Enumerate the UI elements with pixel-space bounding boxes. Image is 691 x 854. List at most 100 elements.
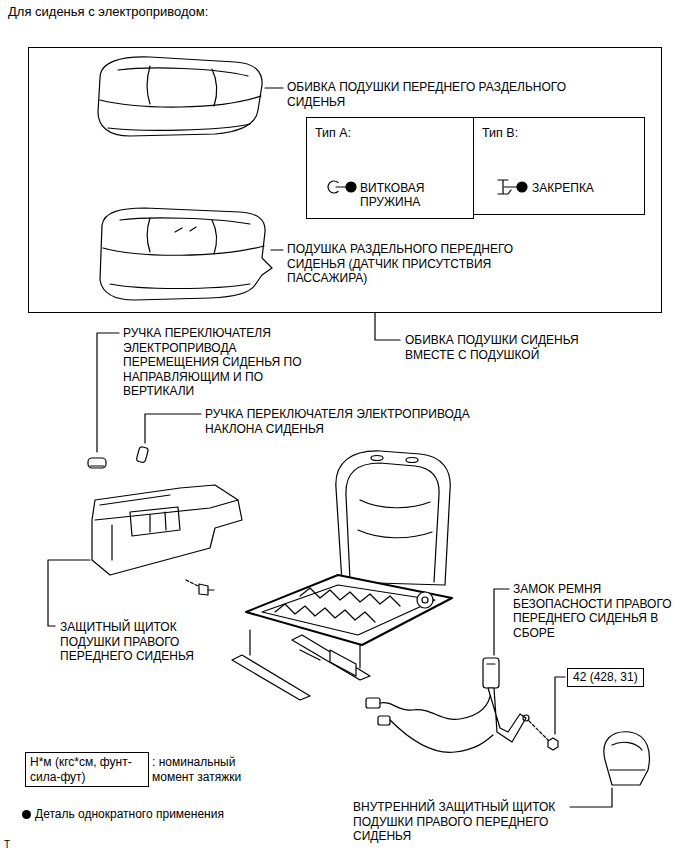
seat-frame-drawing [358, 500, 432, 538]
cushion-cover-drawing [98, 57, 262, 136]
hog-ring-symbol [498, 180, 527, 194]
switch-knob-drawing [88, 458, 106, 468]
frame-leader-line [265, 88, 400, 340]
part-name: ПОДУШКА РАЗДЕЛЬНОГО ПЕРЕДНЕГО СИДЕНЬЯ (Д… [287, 242, 557, 286]
seat-cushion-drawing [175, 227, 196, 232]
legend-text: : номинальный момент затяжки [152, 755, 264, 784]
buckle-harness-drawing [366, 698, 380, 708]
seat-frame-drawing [262, 585, 435, 635]
fastener-name: ЗАКРЕПКА [532, 181, 632, 196]
seat-frame-drawing [406, 458, 418, 463]
drawing-part [48, 57, 649, 807]
cushion-cover-drawing [108, 124, 250, 130]
frame-leader-line [375, 313, 400, 340]
side-shield-drawing [100, 495, 170, 532]
legend-row: Деталь однократного применения [22, 807, 224, 822]
type-heading: Тип А: [315, 126, 465, 141]
buckle-harness-drawing [378, 716, 390, 725]
seat-cushion-drawing [100, 208, 272, 300]
buckle-harness-drawing [487, 663, 495, 664]
switch-knob-drawing [90, 465, 104, 466]
part-name: ОБИВКА ПОДУШКИ ПЕРЕДНЕГО РАЗДЕЛЬНОГО СИД… [287, 80, 617, 109]
type-heading: Тип В: [482, 126, 636, 141]
buckle-leader-line [494, 589, 509, 655]
nut-drawing [529, 721, 558, 750]
inner-shield-leader-line [570, 788, 612, 807]
part-name: РУЧКА ПЕРЕКЛЮЧАТЕЛЯ ЭЛЕКТРОПРИВОДА ПЕРЕМ… [123, 326, 328, 399]
side-shield-drawing [92, 485, 242, 575]
torque-unit: Н*м (кгс*см, фунт-сила-фут) [30, 755, 144, 784]
screw-drawing [208, 589, 214, 590]
buckle-harness-drawing [488, 688, 526, 742]
buckle-leader-line [494, 589, 509, 655]
seat-frame-drawing [417, 592, 433, 608]
cushion-cover-drawing [98, 57, 262, 136]
cushion-cover-drawing [118, 68, 248, 76]
cushion-cover-drawing [147, 66, 217, 106]
frame-leader-line [271, 249, 283, 250]
screw-drawing [186, 580, 214, 595]
buckle-harness-drawing [380, 690, 491, 719]
hog-ring-symbol [517, 182, 527, 192]
seat-cushion-drawing [147, 218, 217, 254]
buckle-harness-drawing [366, 658, 529, 752]
fastener-type-cell: Тип А: ВИТКОВАЯ ПРУЖИНА [306, 117, 474, 219]
shield-leader-line [48, 560, 90, 626]
buckle-harness-drawing [390, 720, 493, 752]
switch-knob-drawing [136, 446, 149, 463]
seat-frame-drawing [232, 655, 310, 700]
shield-leader-line [48, 560, 90, 626]
torque-leader-line [555, 677, 565, 734]
seat-frame-drawing [422, 597, 428, 603]
seat-cushion-drawing [120, 218, 250, 224]
part-name: ЗАМОК РЕМНЯ БЕЗОПАСНОСТИ ПРАВОГО ПЕРЕДНЕ… [513, 582, 675, 640]
torque-leader-line [555, 677, 565, 734]
screw-drawing [199, 584, 208, 595]
seat-frame-drawing [232, 451, 452, 700]
seat-frame-drawing [346, 463, 439, 582]
part-name: РУЧКА ПЕРЕКЛЮЧАТЕЛЯ ЭЛЕКТРОПРИВОДА НАКЛО… [205, 407, 475, 436]
part-name: ЗАЩИТНЫЙ ЩИТОК ПОДУШКИ ПРАВОГО ПЕРЕДНЕГО… [60, 620, 225, 664]
seat-frame-drawing [246, 575, 452, 645]
component-group-frame: ОБИВКА ПОДУШКИ ПЕРЕДНЕГО РАЗДЕЛЬНОГО СИД… [28, 47, 662, 313]
inner-shield-drawing [604, 732, 650, 785]
inner-shield-drawing [604, 732, 650, 785]
buckle-harness-drawing [483, 658, 499, 688]
assembly-name: ОБИВКА ПОДУШКИ СИДЕНЬЯ ВМЕСТЕ С ПОДУШКОЙ [405, 333, 605, 362]
torque-value: 42 (428, 31) [573, 670, 638, 685]
nut-drawing [529, 721, 548, 740]
ring-spring-symbol [336, 186, 347, 187]
fastener-name: ВИТКОВАЯ ПРУЖИНА [360, 181, 445, 210]
side-shield-drawing [92, 485, 242, 575]
knob-leader-line [97, 333, 119, 452]
seat-frame-drawing [300, 588, 400, 606]
seat-cushion-drawing [103, 246, 264, 255]
buckle-harness-drawing [523, 715, 529, 721]
hog-ring-symbol [504, 186, 517, 187]
seat-frame-drawing [371, 456, 383, 461]
ring-spring-symbol [328, 181, 356, 193]
ring-spring-symbol [346, 182, 356, 192]
frame-leader-line [265, 87, 283, 88]
page-mark: T [4, 838, 24, 853]
torque-value-box: 42 (428, 31) [567, 668, 644, 687]
seat-cushion-drawing [110, 284, 250, 289]
seat-frame-drawing [336, 451, 450, 585]
unit-legend-box: Н*м (кгс*см, фунт-сила-фут) [25, 752, 149, 787]
part-name: ВНУТРЕННИЙ ЗАЩИТНЫЙ ЩИТОК ПОДУШКИ ПРАВОГ… [353, 800, 593, 844]
single-use-dot [22, 810, 31, 819]
page-title: Для сиденья с электроприводом: [8, 5, 208, 20]
seat-frame-drawing [275, 604, 375, 622]
knob-leader-line [145, 414, 201, 443]
inner-shield-leader-line [570, 788, 612, 807]
seat-frame-drawing [292, 635, 370, 680]
nut-drawing [548, 738, 558, 750]
cushion-cover-drawing [100, 96, 261, 107]
fastener-type-cell: Тип В: ЗАКРЕПКА [473, 117, 645, 215]
screw-drawing [186, 580, 198, 586]
side-shield-drawing [112, 507, 180, 560]
seat-frame-drawing [330, 650, 356, 676]
inner-shield-drawing [610, 742, 645, 770]
legend-text: Деталь однократного применения [35, 807, 224, 822]
